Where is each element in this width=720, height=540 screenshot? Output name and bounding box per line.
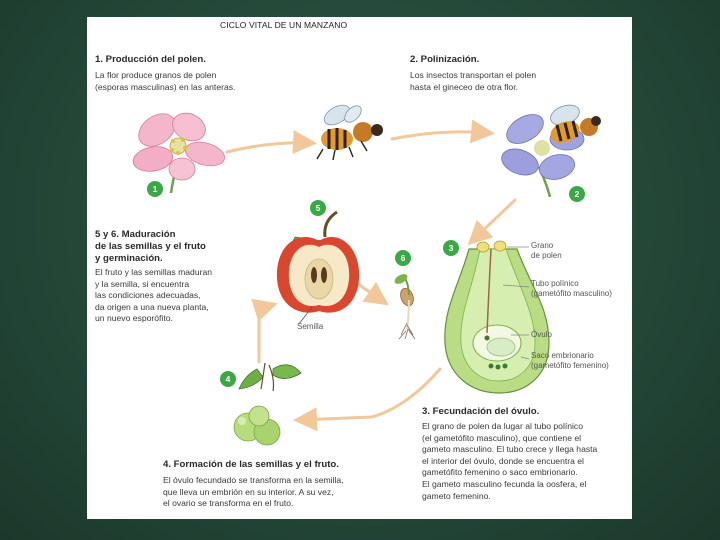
sprout-illustration [394,274,416,340]
step-3-heading: 3. Fecundación del óvulo. [422,406,540,417]
label-line: de polen [531,251,562,260]
step-3-line: gameto masculino. El tubo crece y llega … [422,444,598,455]
step-3-text: El grano de polen da lugar al tubo polín… [422,421,597,502]
label-line: Saco embrionario [531,351,594,360]
step-1-text: La flor produce granos de polen (esporas… [95,70,235,93]
cycle-arrows [225,119,517,432]
arrow-4-to-5 [251,298,278,364]
step-4-line: que lleva un embrión en su interior. A s… [163,486,334,497]
step-3-badge: 3 [443,240,459,256]
saco-embrionario-label: Saco embrionario (gametófito femenino) [531,351,609,371]
step-2-heading: 2. Polinización. [410,54,480,65]
grano-de-polen-label: Grano de polen [531,241,562,261]
semilla-label: Semilla [297,322,324,331]
fruit-cluster-illustration [233,362,302,446]
step-1-heading: 1. Producción del polen. [95,54,206,65]
label-line: Tubo polínico [531,279,579,288]
step-2-line: hasta el gineceo de otra flor. [410,81,518,92]
step-5-line: las condiciones adecuadas, [95,290,201,301]
arrow-5-to-6 [356,281,389,306]
step-1-line: La flor produce granos de polen [95,70,217,80]
step-5-text: El fruto y las semillas maduran y la sem… [95,267,212,325]
arrow-3-to-4 [293,367,442,432]
step-3-line: el interior del óvulo, donde se encuentr… [422,455,584,466]
step-5-line: y la semilla, si encuentra [95,278,190,289]
step-3-line: gametófito femenino o saco embrionario. [422,467,578,478]
pink-flower-illustration [132,112,225,194]
step-4-badge: 4 [220,371,236,387]
step-5-badge: 5 [310,200,326,216]
step-4-heading: 4. Formación de las semillas y el fruto. [163,459,339,470]
pistil-illustration [444,240,550,394]
step-3-line: (el gametófito masculino), que contiene … [422,432,582,443]
step-3-line: El grano de polen da lugar al tubo polín… [422,421,584,431]
diagram-artwork [132,104,601,446]
step-2-line: Los insectos transportan el polen [410,70,537,80]
bee-illustration [316,104,383,161]
step-5-line: El fruto y las semillas maduran [95,267,213,277]
step-5-line: un nuevo esporófito. [95,313,173,324]
label-line: (gametófito femenino) [531,361,609,370]
step-1-line: (esporas masculinas) en las anteras. [95,81,236,92]
step-5-heading-line: de las semillas y el fruto [95,241,206,252]
blue-flower-illustration [501,104,601,198]
step-4-text: El óvulo fecundado se transforma en la s… [163,475,344,510]
step-5-heading: 5 y 6. Maduración de las semillas y el f… [95,229,206,265]
step-1-badge: 1 [147,181,163,197]
step-5-heading-line: 5 y 6. Maduración [95,229,176,240]
step-4-line: el ovario se transforma en el fruto. [163,498,294,509]
arrow-bee-to-2 [390,119,495,144]
label-line: Grano [531,241,554,250]
diagram-slide: CICLO VITAL DE UN MANZANO 1. Producción … [87,17,632,519]
step-6-badge: 6 [395,250,411,266]
tubo-polinico-label: Tubo polínico (gametófito masculino) [531,279,612,299]
step-2-badge: 2 [569,186,585,202]
arrow-1-to-bee [225,130,317,155]
step-4-line: El óvulo fecundado se transforma en la s… [163,475,344,485]
step-5-heading-line: y germinación. [95,253,163,264]
apple-illustration [276,210,360,325]
step-5-line: da origen a una nueva planta, [95,301,209,312]
label-line: (gametófito masculino) [531,289,612,298]
ovulo-label: Óvulo [531,330,552,339]
diagram-title: CICLO VITAL DE UN MANZANO [220,20,348,30]
step-3-line: El gameto masculino fecunda la oosfera, … [422,478,587,489]
step-2-text: Los insectos transportan el polen hasta … [410,70,536,93]
step-3-line: gameto femenino. [422,490,491,501]
arrow-2-to-3 [467,198,517,246]
